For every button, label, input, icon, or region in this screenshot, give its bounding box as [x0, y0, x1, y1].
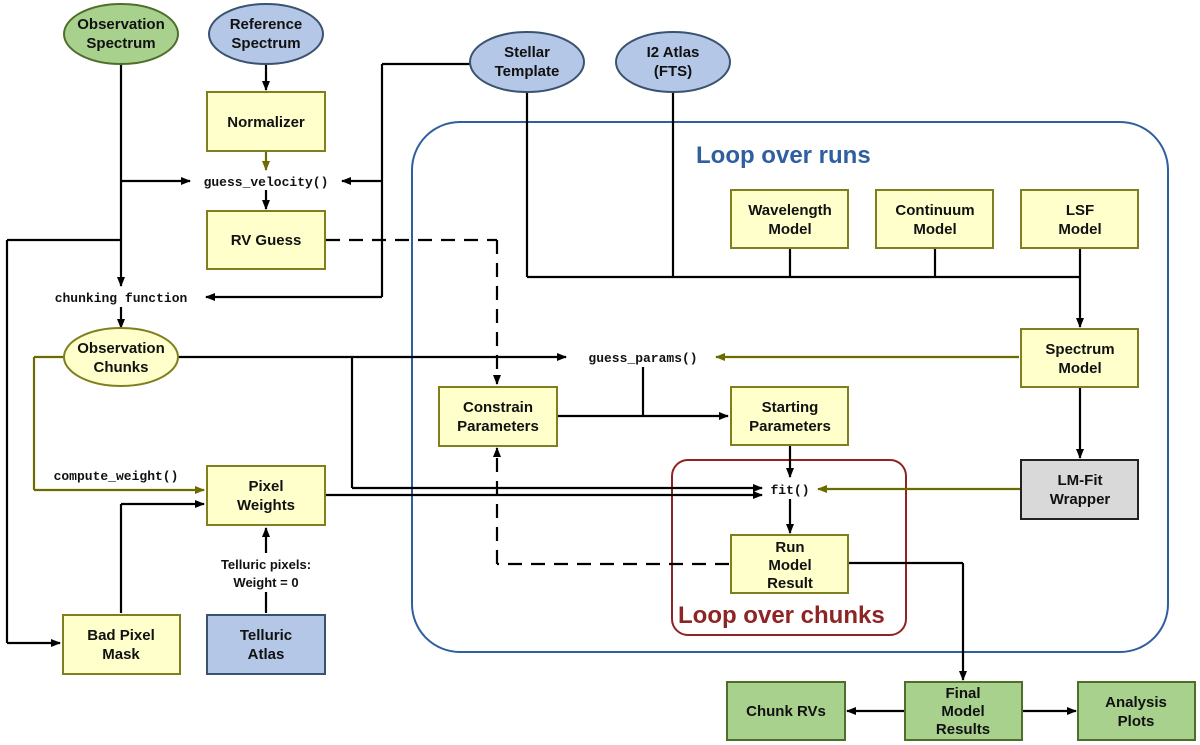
- loop-over-runs-label: Loop over runs: [696, 142, 871, 169]
- svg-text:Constrain: Constrain: [463, 399, 533, 416]
- svg-text:Spectrum: Spectrum: [1045, 341, 1114, 358]
- svg-text:Atlas: Atlas: [248, 646, 285, 663]
- svg-text:Observation: Observation: [77, 16, 165, 33]
- lm-fit-wrapper-node: LM-Fit Wrapper: [1020, 459, 1139, 520]
- svg-text:Model: Model: [1058, 221, 1101, 238]
- svg-text:Run: Run: [775, 539, 804, 556]
- svg-text:Result: Result: [767, 575, 813, 592]
- fit-label: fit(): [770, 483, 809, 498]
- compute-weight-label: compute_weight(): [54, 469, 179, 484]
- chunk-rvs-node: Chunk RVs: [726, 681, 846, 741]
- svg-text:Analysis: Analysis: [1105, 694, 1167, 711]
- svg-text:Chunks: Chunks: [93, 359, 148, 376]
- pixel-weights-node: Pixel Weights: [206, 465, 326, 526]
- svg-text:Spectrum: Spectrum: [231, 35, 300, 52]
- svg-text:Telluric pixels:: Telluric pixels:: [221, 557, 311, 572]
- svg-text:I2 Atlas: I2 Atlas: [647, 44, 700, 61]
- svg-text:LM-Fit: LM-Fit: [1058, 472, 1103, 489]
- svg-text:Parameters: Parameters: [749, 418, 831, 435]
- connectors: [5, 62, 1084, 715]
- svg-text:(FTS): (FTS): [654, 63, 692, 80]
- svg-text:Model: Model: [941, 703, 984, 720]
- i2-atlas-node: I2 Atlas (FTS): [615, 31, 731, 93]
- observation-chunks-node: Observation Chunks: [63, 327, 179, 387]
- svg-text:Mask: Mask: [102, 646, 140, 663]
- observation-spectrum-node: Observation Spectrum: [63, 3, 179, 65]
- svg-text:Parameters: Parameters: [457, 418, 539, 435]
- svg-text:Normalizer: Normalizer: [227, 114, 305, 131]
- svg-text:Results: Results: [936, 721, 990, 738]
- run-model-result-node: Run Model Result: [730, 534, 849, 594]
- svg-text:Model: Model: [768, 221, 811, 238]
- bad-pixel-mask-node: Bad Pixel Mask: [62, 614, 181, 675]
- svg-text:LSF: LSF: [1066, 202, 1094, 219]
- olive-connectors: [32, 152, 1020, 494]
- svg-text:Pixel: Pixel: [248, 478, 283, 495]
- loop-over-chunks-label: Loop over chunks: [678, 602, 885, 629]
- svg-text:Plots: Plots: [1118, 713, 1155, 730]
- constrain-parameters-node: Constrain Parameters: [438, 386, 558, 447]
- svg-text:Wavelength: Wavelength: [748, 202, 832, 219]
- rv-guess-node: RV Guess: [206, 210, 326, 270]
- telluric-atlas-node: Telluric Atlas: [206, 614, 326, 675]
- svg-text:Stellar: Stellar: [504, 44, 550, 61]
- telluric-pixels-note: Telluric pixels: Weight = 0: [221, 557, 311, 590]
- spectrum-model-node: Spectrum Model: [1020, 328, 1139, 388]
- normalizer-node: Normalizer: [206, 91, 326, 152]
- svg-text:Observation: Observation: [77, 340, 165, 357]
- svg-text:Continuum: Continuum: [895, 202, 974, 219]
- svg-text:Chunk RVs: Chunk RVs: [746, 703, 826, 720]
- svg-text:Weights: Weights: [237, 497, 295, 514]
- svg-text:Starting: Starting: [762, 399, 819, 416]
- svg-text:Model: Model: [913, 221, 956, 238]
- guess-velocity-label: guess_velocity(): [204, 175, 329, 190]
- chunking-function-label: chunking function: [55, 291, 188, 306]
- reference-spectrum-node: Reference Spectrum: [208, 3, 324, 65]
- svg-text:Telluric: Telluric: [240, 627, 292, 644]
- final-model-results-node: Final Model Results: [904, 681, 1023, 741]
- dashed-connectors: [326, 238, 729, 566]
- svg-text:Final: Final: [945, 685, 980, 702]
- svg-text:Model: Model: [768, 557, 811, 574]
- svg-text:Bad Pixel: Bad Pixel: [87, 627, 155, 644]
- loop-over-runs-region: [411, 121, 1169, 653]
- guess-params-label: guess_params(): [588, 351, 697, 366]
- starting-parameters-node: Starting Parameters: [730, 386, 849, 446]
- svg-text:Spectrum: Spectrum: [86, 35, 155, 52]
- stellar-template-node: Stellar Template: [469, 31, 585, 93]
- svg-text:Wrapper: Wrapper: [1050, 491, 1111, 508]
- continuum-model-node: Continuum Model: [875, 189, 994, 249]
- svg-text:Model: Model: [1058, 360, 1101, 377]
- svg-text:RV Guess: RV Guess: [231, 232, 302, 249]
- svg-text:Reference: Reference: [230, 16, 303, 33]
- analysis-plots-node: Analysis Plots: [1077, 681, 1196, 741]
- svg-text:Weight = 0: Weight = 0: [233, 575, 298, 590]
- svg-text:Template: Template: [495, 63, 560, 80]
- wavelength-model-node: Wavelength Model: [730, 189, 849, 249]
- lsf-model-node: LSF Model: [1020, 189, 1139, 249]
